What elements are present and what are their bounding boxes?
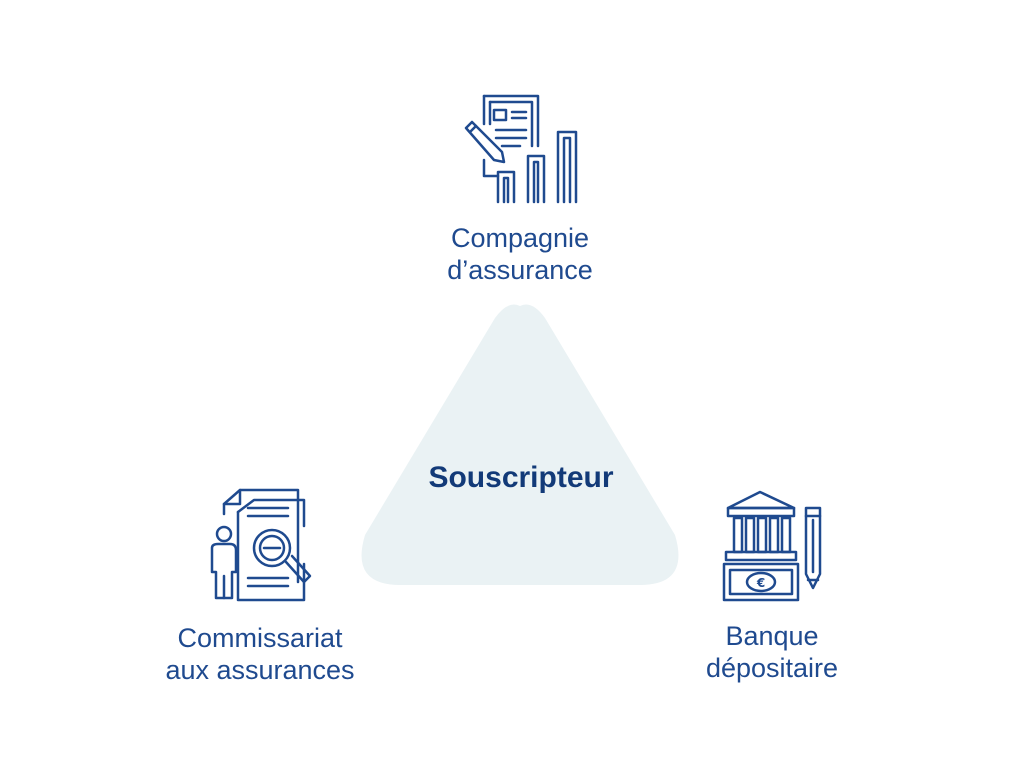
node-top-line1: Compagnie	[450, 223, 590, 253]
node-top-line2: d’assurance	[447, 255, 593, 285]
center-label: Souscripteur	[428, 461, 614, 494]
node-right-line1: Banque	[725, 621, 819, 651]
person-document-magnifier-icon	[210, 488, 312, 602]
document-chart-icon	[464, 94, 578, 204]
node-right-label: Banque dépositaire	[652, 620, 892, 684]
svg-text:€: €	[756, 576, 765, 590]
node-right-line2: dépositaire	[705, 653, 839, 683]
node-left-label: Commissariat aux assurances	[130, 622, 390, 686]
bank-banknote-pen-icon: €	[722, 490, 822, 602]
node-left-line1: Commissariat	[177, 623, 343, 653]
node-top-label: Compagnie d’assurance	[400, 222, 640, 286]
node-left-line2: aux assurances	[165, 655, 355, 685]
